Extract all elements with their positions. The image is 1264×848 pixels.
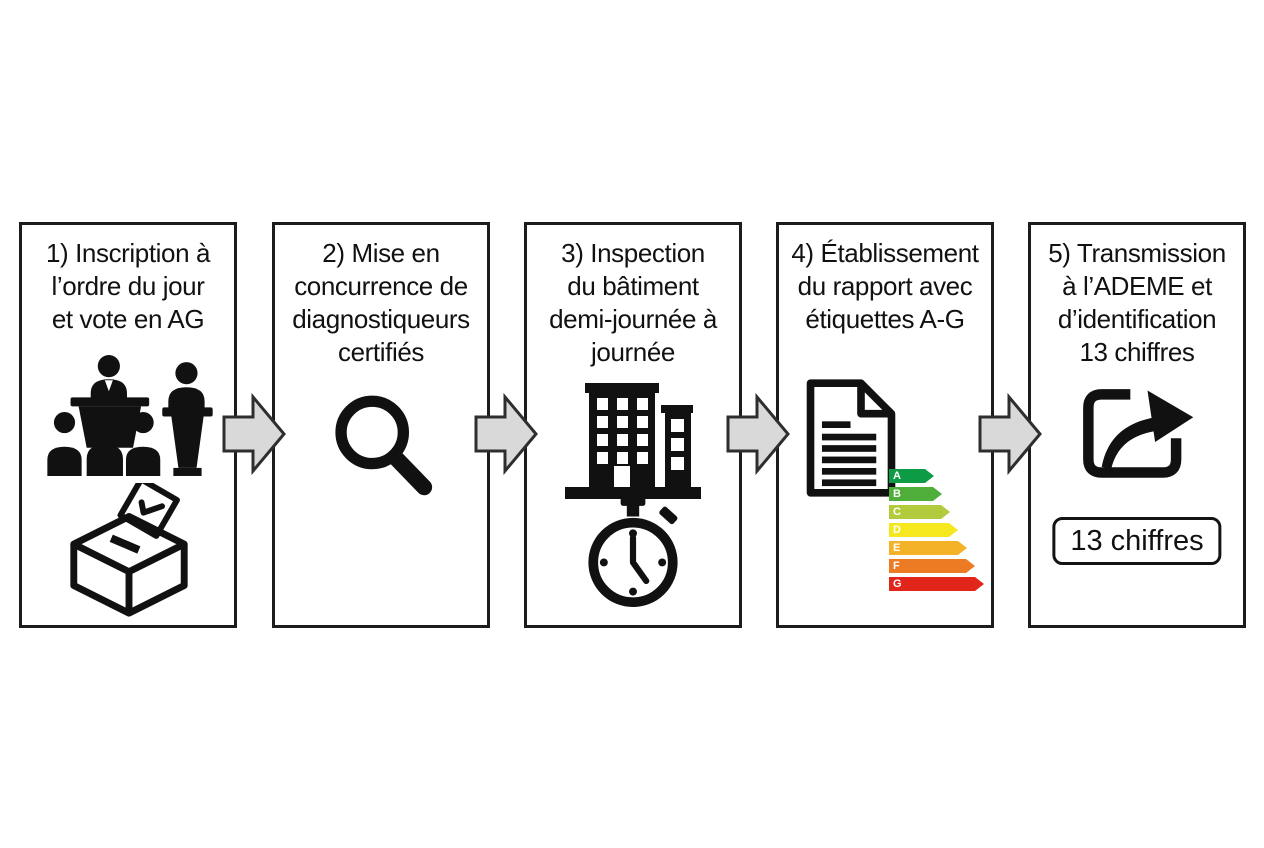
step-box-4: 4) Établissement du rapport avec étiquet… [776,222,994,628]
energy-grade-c: C [889,505,950,519]
step-title-line: et vote en AG [51,304,205,334]
share-icon [1075,381,1199,484]
energy-grade-f: F [889,559,975,573]
step-title-line: diagnostiqueurs [292,304,470,334]
step-box-5: 5) Transmission à l’ADEME et d’identific… [1028,222,1246,628]
step-title-line: 2) Mise en [322,238,440,268]
meeting-icon [42,353,214,479]
step-title-line: 1) Inscription à [45,238,211,268]
energy-grade-a: A [889,469,934,483]
step-title-line: 5) Transmission [1048,238,1226,268]
step-title-line: 4) Établissement [791,238,979,268]
step-title-line: du rapport avec [797,271,973,301]
step-title-line: étiquettes A-G [805,304,965,334]
building-icon [563,379,703,499]
thirteen-digits-badge: 13 chiffres [1052,517,1222,565]
step-1-title: 1) Inscription à l’ordre du jour et vote… [22,237,234,336]
step-box-2: 2) Mise en concurrence de diagnostiqueur… [272,222,490,628]
energy-label-icon: A B C D E F G [889,469,985,595]
step-title-line: demi-journée à [549,304,717,334]
step-box-1: 1) Inscription à l’ordre du jour et vote… [19,222,237,628]
magnifier-icon [325,389,443,507]
step-2-title: 2) Mise en concurrence de diagnostiqueur… [275,237,487,369]
ballot-box-icon [60,483,198,621]
energy-grade-g: G [889,577,984,591]
step-title-line: certifiés [338,337,424,367]
step-title-line: du bâtiment [567,271,699,301]
step-box-3: 3) Inspection du bâtiment demi-journée à… [524,222,742,628]
step-title-line: d’identification [1057,304,1217,334]
energy-grade-b: B [889,487,942,501]
step-title-line: 3) Inspection [561,238,705,268]
step-5-title: 5) Transmission à l’ADEME et d’identific… [1031,237,1243,369]
document-icon [801,378,901,498]
flow-arrow-icon [726,390,790,478]
flow-arrow-icon [978,390,1042,478]
step-title-line: 13 chiffres [1079,337,1195,367]
flow-arrow-icon [474,390,538,478]
energy-grade-e: E [889,541,967,555]
energy-grade-d: D [889,523,958,537]
step-title-line: à l’ADEME et [1062,271,1212,301]
step-4-title: 4) Établissement du rapport avec étiquet… [779,237,991,336]
stopwatch-icon [580,497,686,612]
step-3-title: 3) Inspection du bâtiment demi-journée à… [527,237,739,369]
step-title-line: concurrence de [294,271,468,301]
flow-arrow-icon [222,390,286,478]
step-title-line: l’ordre du jour [51,271,205,301]
step-title-line: journée [591,337,675,367]
